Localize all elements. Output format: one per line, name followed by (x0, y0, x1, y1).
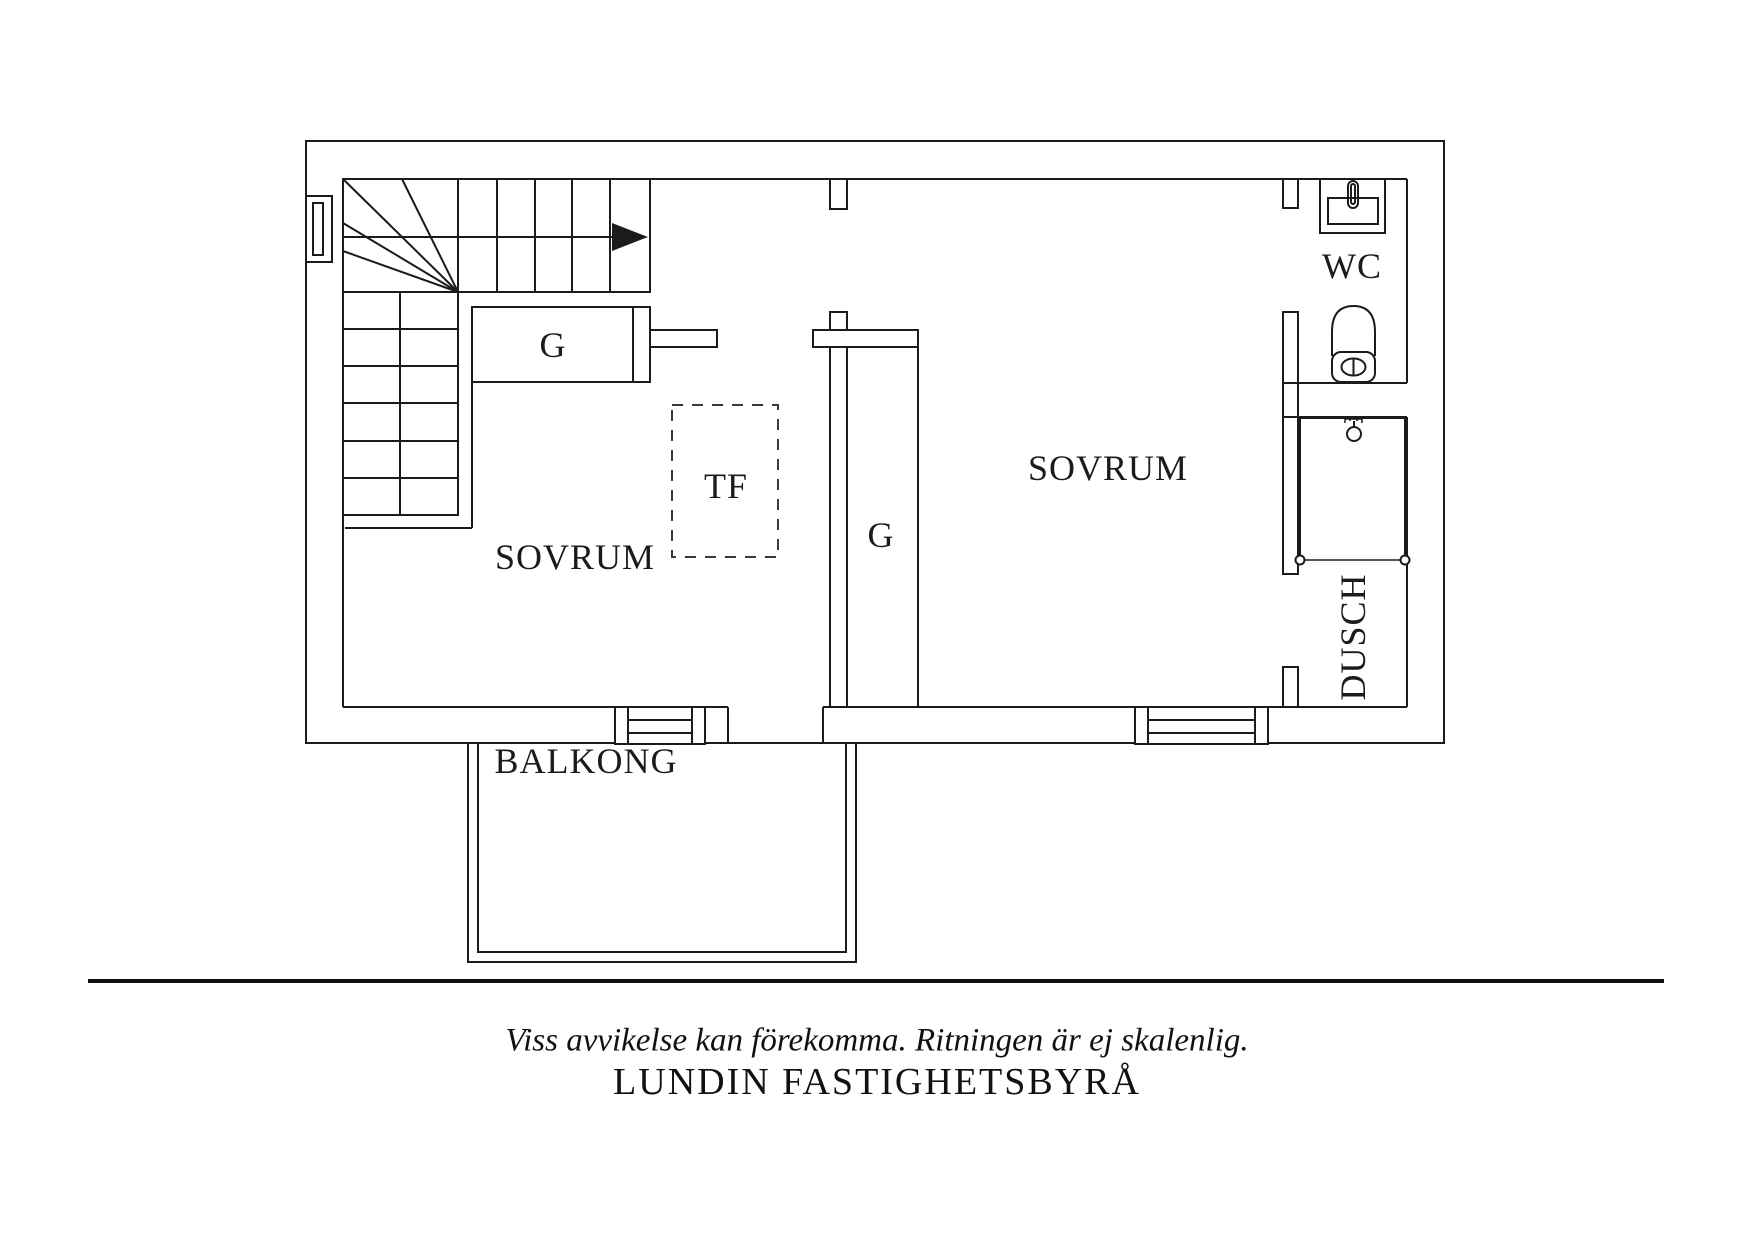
window-icon-left-wall (305, 195, 333, 263)
shower-head-icon (1344, 418, 1363, 442)
footer-brand-text: LUNDIN FASTIGHETSBYRÅ (613, 1061, 1141, 1103)
stairs-direction-arrow-icon (344, 223, 648, 251)
window-icon-bottom-right (1134, 706, 1269, 745)
sink-icon (1319, 178, 1386, 234)
label-wardrobe-left: G (539, 325, 567, 365)
room-label-shower: DUSCH (1333, 573, 1373, 701)
footer-disclaimer-text: Viss avvikelse kan förekomma. Ritningen … (505, 1022, 1249, 1059)
label-wardrobe-right: G (867, 515, 895, 555)
center-partition-wall (649, 179, 919, 707)
outer-wall (305, 140, 1445, 744)
room-label-wc: WC (1322, 246, 1382, 286)
toilet-icon (1331, 304, 1376, 383)
room-label-balcony: BALKONG (494, 741, 678, 781)
stairs (342, 178, 651, 529)
balcony-railing (467, 744, 857, 963)
footer-divider-line (88, 979, 1664, 983)
room-label-bedroom-right: SOVRUM (1027, 448, 1189, 488)
inner-wall-faces (342, 178, 1408, 744)
label-tf-zone: TF (703, 466, 749, 506)
shower-stall (1294, 417, 1411, 566)
room-label-bedroom-left: SOVRUM (494, 537, 656, 577)
tf-zone-outline (671, 404, 779, 558)
window-icon-bottom-left (614, 706, 706, 745)
